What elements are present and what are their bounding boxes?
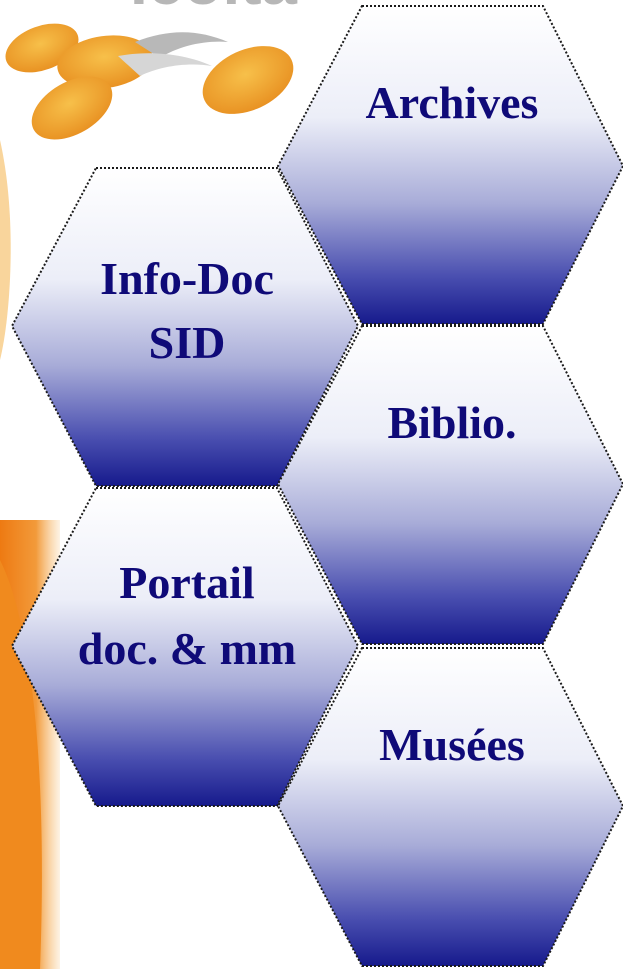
hex-info-doc-label-2: SID xyxy=(149,317,226,368)
hex-info-doc-label-1: Info-Doc xyxy=(100,253,274,304)
hex-archives[interactable]: Archives xyxy=(276,5,623,325)
hex-musees-label: Musées xyxy=(379,719,525,770)
hex-portail-label-2: doc. & mm xyxy=(78,623,296,674)
hex-archives-shape xyxy=(276,5,623,325)
hex-musees-shape xyxy=(276,647,623,967)
logo-petal-4 xyxy=(202,46,294,114)
logo-swoosh-2 xyxy=(118,53,212,76)
orange-left-curve xyxy=(0,560,42,969)
hex-archives-label: Archives xyxy=(366,77,539,128)
hex-portail-label-1: Portail xyxy=(119,557,254,608)
hex-portail-shape xyxy=(10,487,360,807)
hex-biblio-label: Biblio. xyxy=(387,397,516,448)
hex-biblio-shape xyxy=(276,325,623,645)
logo-text: Icoltà xyxy=(130,0,298,18)
orange-left-strip xyxy=(0,140,11,360)
logo-petal-2 xyxy=(57,35,153,89)
hex-info-doc-shape xyxy=(10,167,360,487)
hex-biblio[interactable]: Biblio. xyxy=(276,325,623,645)
hex-musees[interactable]: Musées xyxy=(276,647,623,967)
logo-petal-3 xyxy=(31,76,113,140)
hex-info-doc[interactable]: Info-Doc SID xyxy=(10,167,360,487)
hex-portail[interactable]: Portail doc. & mm xyxy=(10,487,360,807)
hexagon-group: Archives Info-Doc SID Biblio. Portail do… xyxy=(10,5,623,967)
logo-swoosh xyxy=(135,32,228,58)
